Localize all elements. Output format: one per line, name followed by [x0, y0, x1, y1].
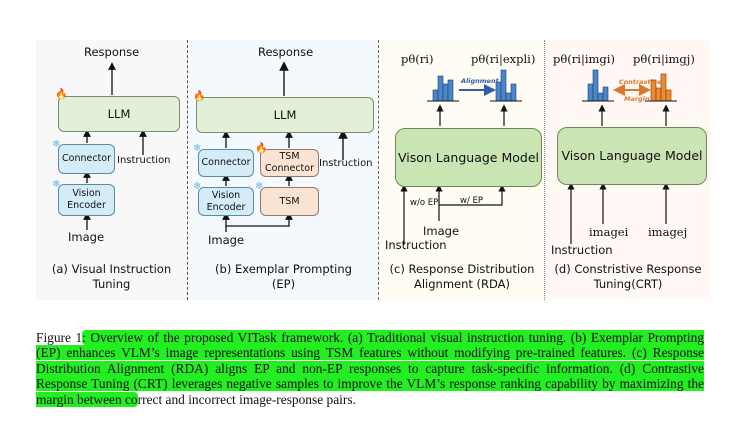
fire-icon: 🔥: [55, 89, 68, 100]
hist-bar: [660, 73, 667, 102]
vision-encoder-box: Vision Encoder: [198, 187, 254, 216]
panel-exemplar-prompting: Response LLM 🔥 Connector ❄ TSM Connector…: [187, 40, 379, 300]
caption-rest-text: rrect and incorrect image-response pairs…: [137, 391, 356, 407]
panel-c-graphics: [400, 69, 522, 245]
hist-bar: [447, 79, 454, 102]
llm-box: LLM: [196, 97, 374, 133]
arrow-image-w-ep: [439, 184, 506, 206]
image-label: Image: [208, 233, 245, 247]
caption-line: (b) Exemplar Prompting: [215, 262, 352, 276]
dist-left-label: pθ(ri): [401, 52, 434, 66]
w-ep-label: w/ EP: [460, 196, 483, 206]
response-label: Response: [258, 45, 314, 59]
vitask-figure: Response LLM 🔥 Connector ❄ Instruction V…: [36, 40, 711, 300]
hist-bar: [592, 69, 599, 102]
image-j-label: imagej: [648, 225, 688, 239]
dist-right-label: pθ(ri|imgj): [633, 52, 695, 66]
caption-line: (a) Visual Instruction: [51, 262, 172, 276]
panel-c-caption: (c) Response Distribution Alignment (RDA…: [379, 262, 545, 292]
vlm-box: Vison Language Model: [557, 127, 707, 185]
histogram-left: [582, 69, 614, 102]
wo-ep-label: w/o EP: [410, 198, 438, 208]
caption-line: Tuning(CRT): [593, 277, 663, 291]
snowflake-icon: ❄: [52, 179, 61, 190]
figure-caption: Figure 1: Overview of the proposed VITas…: [36, 330, 704, 407]
instruction-label: Instruction: [319, 158, 373, 169]
hist-bar: [655, 87, 662, 102]
panel-a-arrows: [83, 62, 147, 230]
fire-icon: 🔥: [255, 143, 268, 154]
caption-line: (EP): [271, 277, 296, 291]
hist-bar: [665, 89, 672, 102]
panel-d-caption: (d) Constristive Response Tuning(CRT): [545, 262, 711, 292]
vlm-box: Vison Language Model: [395, 128, 542, 187]
panel-visual-instruction-tuning: Response LLM 🔥 Connector ❄ Instruction V…: [36, 40, 187, 300]
hist-bar: [597, 92, 604, 102]
panel-b-arrows: [222, 61, 348, 232]
caption-line: (c) Response Distribution: [389, 262, 535, 276]
w-ep-text: w/ EP: [460, 196, 484, 206]
image-label: Image: [68, 230, 105, 244]
llm-box: LLM: [58, 96, 180, 132]
caption-line: (d) Constristive Response: [554, 262, 702, 276]
panel-contrastive-response-tuning: pθ(ri|imgi) pθ(ri|imgj) Contrastive Marg…: [544, 40, 711, 300]
histogram-left: [427, 75, 459, 102]
hist-bar: [442, 83, 449, 102]
snowflake-icon: ❄: [193, 143, 202, 154]
caption-highlighted-text: : Overview of the proposed VITask framew…: [36, 330, 704, 407]
histogram-right: [645, 73, 677, 102]
alignment-label: Alignment: [461, 77, 499, 85]
dist-right-label: pθ(ri|expli): [471, 52, 536, 66]
caption-line: Alignment (RDA): [413, 277, 511, 291]
hist-bar: [500, 69, 507, 102]
caption-line: Tuning: [92, 277, 131, 291]
caption-prefix: Figure 1: [36, 330, 83, 345]
snowflake-icon: ❄: [52, 139, 61, 150]
fire-icon: 🔥: [193, 91, 206, 102]
histogram-right: [490, 69, 522, 102]
vision-encoder-box: Vision Encoder: [58, 184, 115, 216]
instruction-label: Instruction: [117, 155, 171, 166]
response-label: Response: [84, 45, 140, 59]
image-label: Image: [423, 224, 460, 238]
hist-bar: [510, 83, 517, 102]
wo-ep-text: w/o EP: [410, 198, 439, 208]
tsm-connector-box: TSM Connector: [260, 149, 319, 177]
image-i-label: imagei: [589, 225, 629, 239]
hist-bar: [602, 86, 609, 102]
hist-bar: [587, 83, 594, 102]
dist-left-label: pθ(ri|imgi): [553, 52, 615, 66]
panel-b-caption: (b) Exemplar Prompting (EP): [188, 262, 379, 292]
snowflake-icon: ❄: [255, 181, 264, 192]
snowflake-icon: ❄: [193, 181, 202, 192]
tsm-box: TSM: [260, 187, 319, 216]
panel-response-distribution-alignment: pθ(ri) pθ(ri|expli) Alignment Vison Lang…: [378, 40, 545, 300]
hist-bar: [437, 75, 444, 102]
connector-box: Connector: [198, 149, 254, 177]
panel-d-graphics: [567, 69, 677, 244]
margin-label: Margin: [624, 95, 650, 103]
hist-bar: [432, 89, 439, 102]
panel-a-caption: (a) Visual Instruction Tuning: [36, 262, 187, 292]
arrow-image-to-tsm: [225, 212, 293, 232]
instruction-label: Instruction: [385, 238, 447, 252]
connector-box: Connector: [58, 144, 115, 174]
instruction-label: Instruction: [551, 243, 613, 257]
hist-bar: [505, 92, 512, 102]
contrastive-label: Contrastive: [619, 78, 662, 86]
